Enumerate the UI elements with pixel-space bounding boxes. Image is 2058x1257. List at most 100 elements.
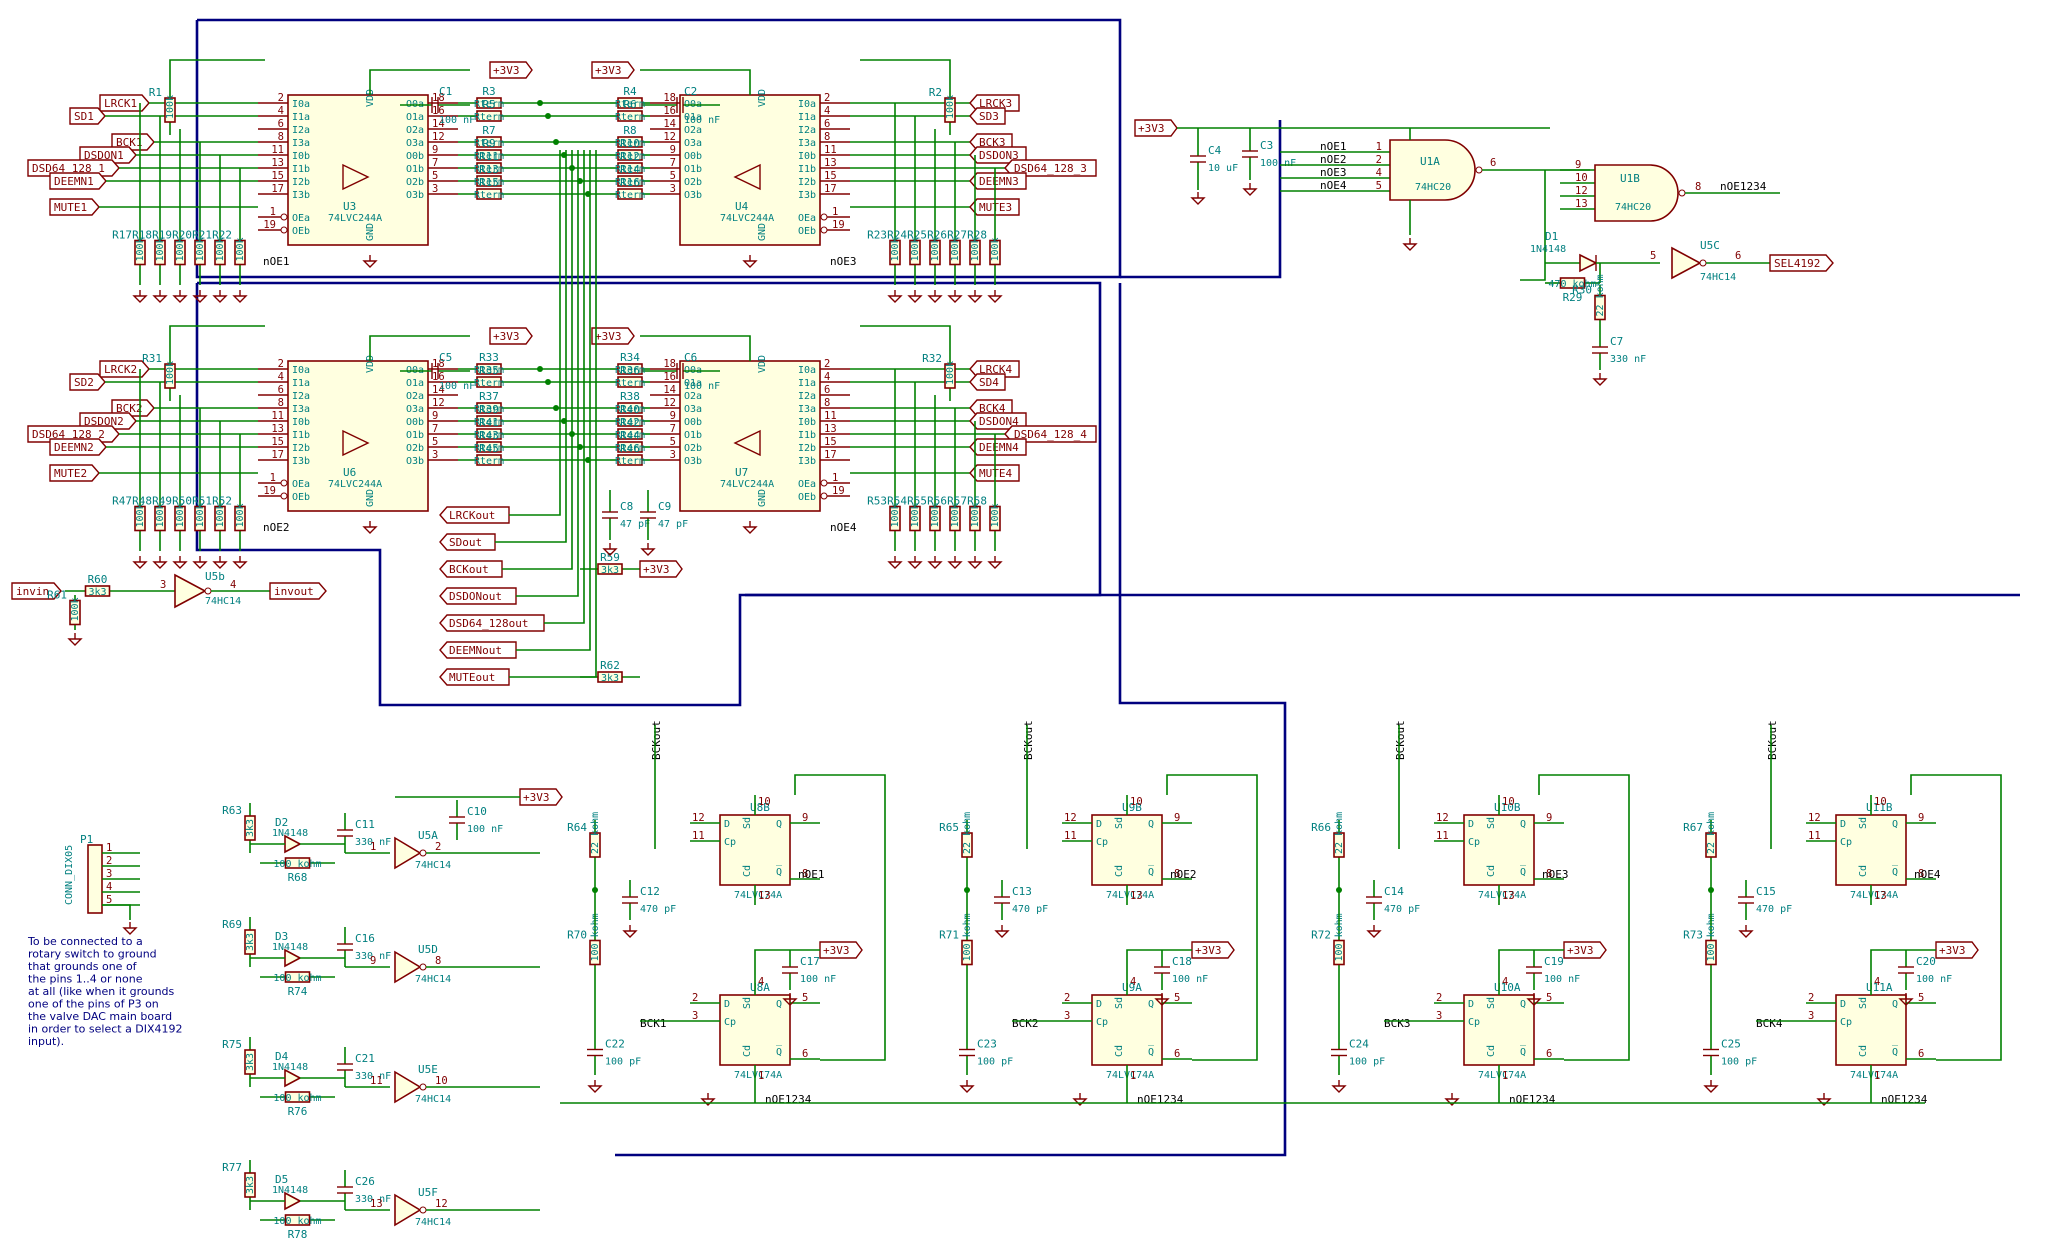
resistor-body	[617, 175, 643, 187]
resistor-body	[597, 563, 623, 575]
inversion-bubble	[419, 963, 427, 971]
resistor-body	[889, 505, 901, 532]
pin-number: 15	[271, 170, 284, 182]
resistor-ref: R57	[947, 495, 967, 508]
pin-name: O0b	[406, 151, 424, 162]
resistor-value: Rterm	[474, 164, 504, 175]
pin-name: O2b	[406, 177, 424, 188]
resistor-body	[84, 585, 111, 597]
pin-name: OEb	[292, 226, 310, 237]
pin-name: I2a	[798, 391, 816, 402]
global-label: DEEMNout	[449, 644, 502, 657]
pin-number: 15	[271, 436, 284, 448]
global-label-shape	[99, 94, 150, 112]
pin-number: 6	[1735, 250, 1741, 262]
pin-number: 9	[670, 410, 676, 422]
ground-symbol	[1444, 1093, 1460, 1106]
resistor-ref: R22	[212, 229, 232, 242]
flip-flop-value: 74LVC74A	[1106, 890, 1154, 901]
capacitor-value: 100 pF	[1349, 1057, 1385, 1068]
net-label: BCK2	[1012, 1017, 1039, 1030]
global-label: BCK4	[979, 402, 1006, 415]
global-label: BCK1	[116, 136, 143, 149]
resistor-body	[989, 239, 1001, 266]
buffer-ref: U3	[343, 200, 356, 213]
gate-value: 74HC14	[205, 596, 241, 607]
resistor-ref: R67	[1683, 821, 1703, 834]
note-text: the pins 1..4 or none	[28, 973, 143, 986]
resistor-value: 100k	[950, 503, 961, 527]
feedback-wire	[1910, 774, 2002, 1061]
global-label: LRCKout	[449, 509, 495, 522]
ground-symbol	[172, 556, 188, 569]
capacitor-value: 47 pF	[620, 519, 650, 530]
pin-number: 5	[432, 436, 438, 448]
inversion-bubble	[1475, 166, 1483, 174]
capacitor-ref: C10	[467, 805, 487, 818]
ground-symbol	[212, 556, 228, 569]
resistor-value: 100k	[215, 237, 226, 261]
pin-number: 11	[1064, 830, 1077, 842]
junction-dot	[545, 113, 551, 119]
pin-number: 4	[1130, 976, 1136, 988]
pin-number: 4	[1502, 976, 1508, 988]
capacitor-ref: C1	[439, 85, 452, 98]
resistor-ref: R78	[288, 1228, 308, 1241]
global-label: MUTEout	[449, 671, 495, 684]
pin-number: 6	[824, 118, 830, 130]
pin-number: 2	[1064, 992, 1070, 1004]
resistor-body	[284, 1091, 311, 1103]
note-text: input).	[28, 1035, 64, 1048]
resistor-value: 100 kohm	[1334, 913, 1345, 961]
pin-number: 13	[1502, 890, 1515, 902]
pin-number: 19	[263, 219, 276, 231]
resistor-ref: R2	[929, 86, 942, 99]
resistor-value: 3k3	[601, 565, 619, 576]
capacitor-value: 100 nF	[467, 824, 503, 835]
pin-name: I2b	[798, 177, 816, 188]
inversion-bubble	[820, 226, 828, 234]
pin-number: 6	[824, 384, 830, 396]
pin-name: Cp	[1468, 1017, 1480, 1028]
pin-name: O3a	[406, 138, 424, 149]
resistor-value: Rterm	[615, 430, 645, 441]
resistor-ref: R69	[222, 918, 242, 931]
flip-flop-body	[1835, 994, 1907, 1066]
pin-number: 2	[435, 841, 441, 853]
capacitor-ref: C4	[1208, 144, 1222, 157]
pin-name: Sd	[1486, 997, 1497, 1009]
pin-number: 19	[832, 219, 845, 231]
pin-name: O1a	[406, 112, 424, 123]
ground-symbol	[1366, 925, 1382, 938]
global-label: DSD64_128_4	[1014, 428, 1087, 441]
pin-name: Cd	[742, 1045, 753, 1057]
resistor-ref: R47	[112, 495, 132, 508]
pin-name: I0a	[798, 365, 816, 376]
resistor-value: Rterm	[615, 404, 645, 415]
ground-symbol	[587, 1080, 603, 1093]
flip-flop-value: 74LVC74A	[734, 1070, 782, 1081]
ground-symbol	[1190, 192, 1206, 205]
pin-number: 15	[824, 170, 837, 182]
bus-line	[195, 281, 1102, 707]
resistor-body	[476, 97, 502, 109]
resistor-value: 100k	[135, 237, 146, 261]
pin-number: 8	[278, 131, 284, 143]
inversion-bubble	[1699, 259, 1707, 267]
power-flag-shape	[489, 61, 533, 79]
pin-name: O0b	[684, 417, 702, 428]
global-label: invout	[274, 585, 314, 598]
ground-symbol	[152, 290, 168, 303]
pin-number: 17	[271, 183, 284, 195]
capacitor-value: 100 nF	[1260, 158, 1296, 169]
flip-flop-body	[719, 994, 791, 1066]
flip-flop-value: 74LVC74A	[1106, 1070, 1154, 1081]
net-label: BCK1	[640, 1017, 667, 1030]
pin-number: 13	[370, 1198, 383, 1210]
pin-number: 4	[230, 579, 236, 591]
resistor-value: Rterm	[474, 151, 504, 162]
resistor-ref: R5	[482, 98, 495, 111]
gnd-pin-name: GND	[757, 489, 768, 507]
pin-number: 15	[824, 436, 837, 448]
resistor-body	[961, 939, 973, 966]
